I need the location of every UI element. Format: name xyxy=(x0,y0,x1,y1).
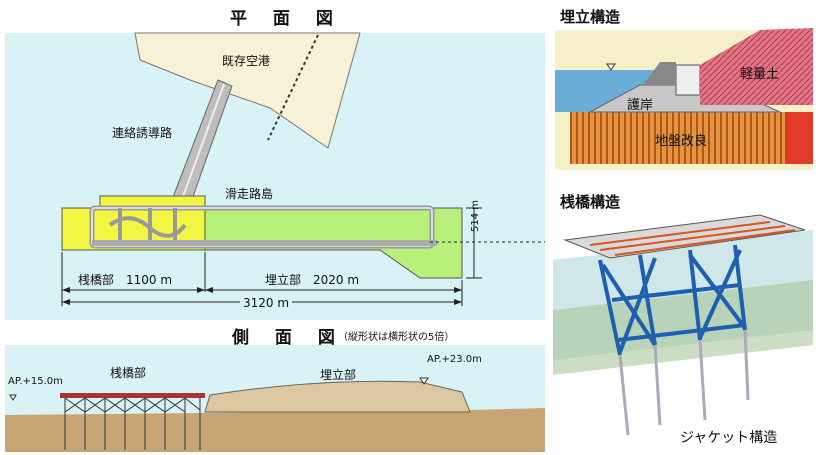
reclaim-title: 埋立構造 xyxy=(560,8,621,26)
side-reclaim-label: 埋立部 xyxy=(320,368,357,382)
reclaim-mound xyxy=(204,380,471,413)
existing-airport-area xyxy=(134,32,361,149)
existing-airport-label: 既存空港 xyxy=(222,54,271,68)
total-length-label: 3120 m xyxy=(240,296,293,310)
plan-title: 平 面 図 xyxy=(230,9,343,29)
seabed xyxy=(5,408,545,452)
ap-right-label: AP.+23.0m xyxy=(427,354,482,365)
pier-title: 桟橋構造 xyxy=(560,193,621,211)
ground-improvement-label: 地盤改良 xyxy=(655,134,708,149)
jacket-label: ジャケット構造 xyxy=(680,430,778,446)
reclaim-length-label: 埋立部 2020 m xyxy=(265,273,360,287)
pier-length-label: 桟橋部 1100 m xyxy=(78,273,173,287)
light-soil-label: 軽量土 xyxy=(740,67,780,82)
ap-left-label: AP.+15.0m xyxy=(8,376,63,387)
light-soil-shape xyxy=(700,28,813,105)
side-note: （縦形状は横形状の5倍） xyxy=(338,332,455,343)
side-pier-label: 桟橋部 xyxy=(110,366,147,380)
side-title: 側 面 図 xyxy=(232,328,345,348)
access-road-label: 連絡誘導路 xyxy=(112,126,173,140)
runway-island-label: 滑走路島 xyxy=(225,187,274,201)
ground-improvement-zone xyxy=(570,112,813,164)
revetment-label: 護岸 xyxy=(627,98,654,113)
